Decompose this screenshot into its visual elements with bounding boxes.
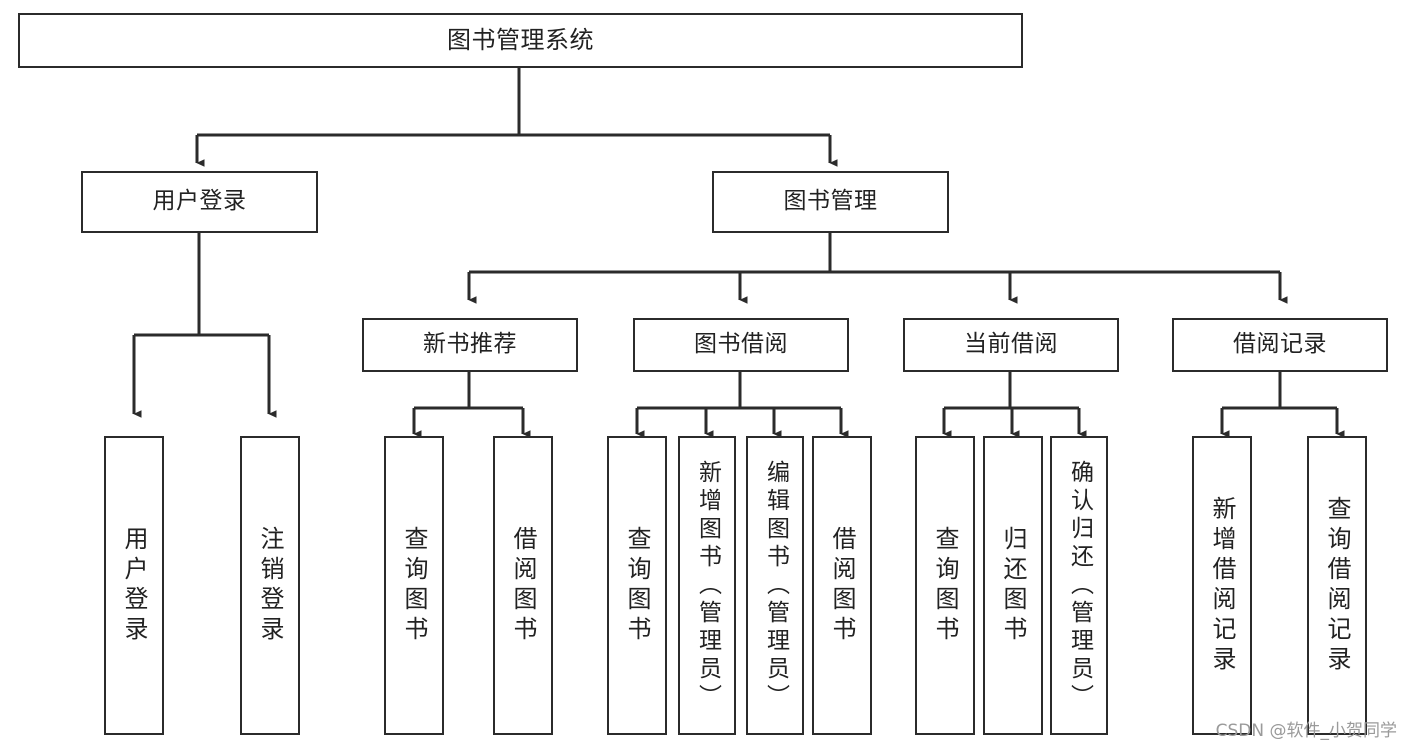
node-label: 图书管理系统 <box>447 26 594 55</box>
node-label: 用户登录 <box>120 525 148 646</box>
node-label: 查询图书 <box>931 525 959 646</box>
leaf-borrowrecord-add-record[interactable]: 新增借阅记录 <box>1192 436 1252 735</box>
node-label: 图书借阅 <box>694 331 788 358</box>
leaf-currentborrow-query-book[interactable]: 查询图书 <box>915 436 975 735</box>
node-label: 新增图书（管理员） <box>694 459 721 712</box>
node-label: 编辑图书（管理员） <box>762 459 789 712</box>
leaf-currentborrow-return-book[interactable]: 归还图书 <box>983 436 1043 735</box>
leaf-newbook-borrow-book[interactable]: 借阅图书 <box>493 436 553 735</box>
node-label: 借阅记录 <box>1233 331 1327 358</box>
node-label: 注销登录 <box>256 525 284 646</box>
node-root-book-management-system[interactable]: 图书管理系统 <box>18 13 1023 68</box>
watermark-text: CSDN @软件_小贺同学 <box>1215 721 1397 741</box>
node-label: 查询图书 <box>400 525 428 646</box>
node-label: 借阅图书 <box>509 525 537 646</box>
node-borrow-record[interactable]: 借阅记录 <box>1172 318 1388 372</box>
leaf-bookborrow-query-book[interactable]: 查询图书 <box>607 436 667 735</box>
node-label: 当前借阅 <box>964 331 1058 358</box>
node-book-borrow[interactable]: 图书借阅 <box>633 318 849 372</box>
leaf-logout-login[interactable]: 注销登录 <box>240 436 300 735</box>
node-label: 借阅图书 <box>828 525 856 646</box>
node-label: 新书推荐 <box>423 331 517 358</box>
leaf-borrowrecord-query-record[interactable]: 查询借阅记录 <box>1307 436 1367 735</box>
node-book-management[interactable]: 图书管理 <box>712 171 949 233</box>
leaf-bookborrow-edit-book-admin[interactable]: 编辑图书（管理员） <box>746 436 804 735</box>
node-label: 确认归还（管理员） <box>1066 459 1093 712</box>
leaf-bookborrow-add-book-admin[interactable]: 新增图书（管理员） <box>678 436 736 735</box>
node-label: 归还图书 <box>999 525 1027 646</box>
leaf-bookborrow-borrow-book[interactable]: 借阅图书 <box>812 436 872 735</box>
node-label: 查询借阅记录 <box>1323 495 1351 676</box>
leaf-currentborrow-confirm-return-admin[interactable]: 确认归还（管理员） <box>1050 436 1108 735</box>
node-label: 新增借阅记录 <box>1208 495 1236 676</box>
leaf-newbook-query-book[interactable]: 查询图书 <box>384 436 444 735</box>
leaf-user-login[interactable]: 用户登录 <box>104 436 164 735</box>
node-label: 图书管理 <box>783 188 878 215</box>
node-current-borrow[interactable]: 当前借阅 <box>903 318 1119 372</box>
node-label: 用户登录 <box>152 188 247 215</box>
node-new-book-recommend[interactable]: 新书推荐 <box>362 318 578 372</box>
node-label: 查询图书 <box>623 525 651 646</box>
node-user-login[interactable]: 用户登录 <box>81 171 318 233</box>
